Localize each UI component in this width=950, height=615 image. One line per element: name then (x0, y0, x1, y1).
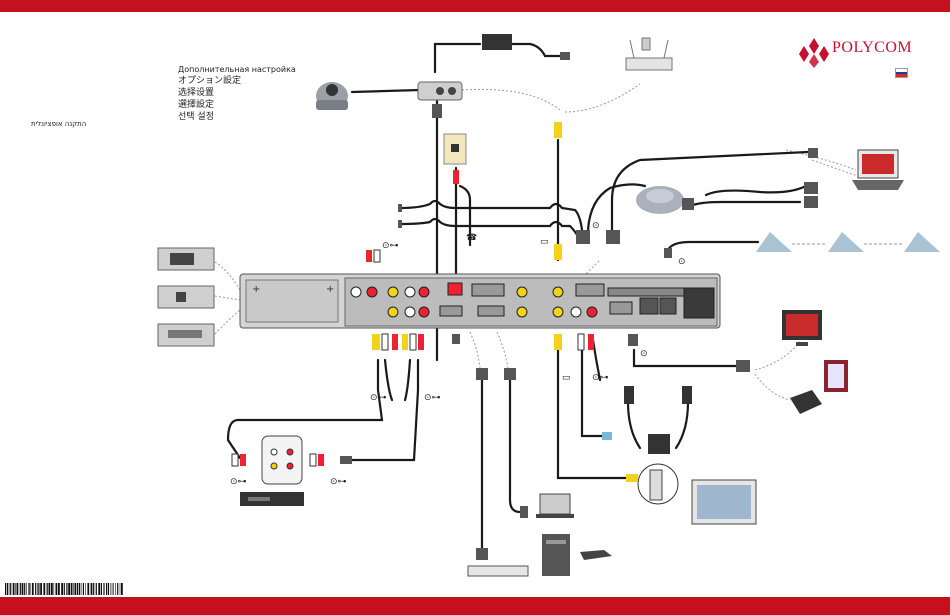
camera-icon (316, 82, 348, 110)
audio-symbol-icon: ⊙⊶ (230, 477, 247, 487)
laptop-icon (536, 494, 574, 518)
laptop-icon (852, 150, 904, 190)
video-symbol-icon: ▭ (562, 373, 571, 383)
video-symbol-icon: ⊙ (640, 349, 648, 359)
monitor-icon (782, 310, 822, 346)
audio-symbol-icon: ⊙⊶ (370, 393, 387, 403)
video-symbol-icon: ⊙ (592, 221, 600, 231)
tv-icon (638, 464, 756, 524)
mic-pod-icon (636, 186, 684, 214)
network-switch-icon (468, 566, 528, 576)
breakout-pod-icon (418, 82, 462, 100)
module-icon (158, 248, 214, 346)
audio-symbol-icon: ⊙⊶ (424, 393, 441, 403)
mouse-icon (580, 550, 612, 560)
phone-symbol-icon: ☎ (466, 233, 477, 243)
audio-symbol-icon: ⊙⊶ (330, 477, 347, 487)
projector-icon (790, 360, 848, 414)
video-symbol-icon: ▭ (540, 237, 549, 247)
barcode-icon (5, 583, 123, 595)
wireless-access-point-icon (626, 38, 672, 70)
expansion-mic-icon (756, 232, 940, 252)
codec-unit-icon: + + (240, 274, 720, 328)
vcr-icon (240, 436, 304, 506)
dotted-links (215, 84, 858, 400)
svg-text:+: + (252, 284, 260, 295)
audio-symbol-icon: ⊙⊶ (592, 373, 609, 383)
speaker-icon (624, 386, 692, 404)
phone-jack-icon (444, 134, 466, 164)
svg-text:+: + (326, 284, 334, 295)
audio-symbol-icon: ⊙⊶ (382, 241, 399, 251)
subwoofer-icon (648, 434, 670, 454)
server-icon (542, 534, 570, 576)
audio-symbol-icon: ⊙ (678, 257, 686, 267)
